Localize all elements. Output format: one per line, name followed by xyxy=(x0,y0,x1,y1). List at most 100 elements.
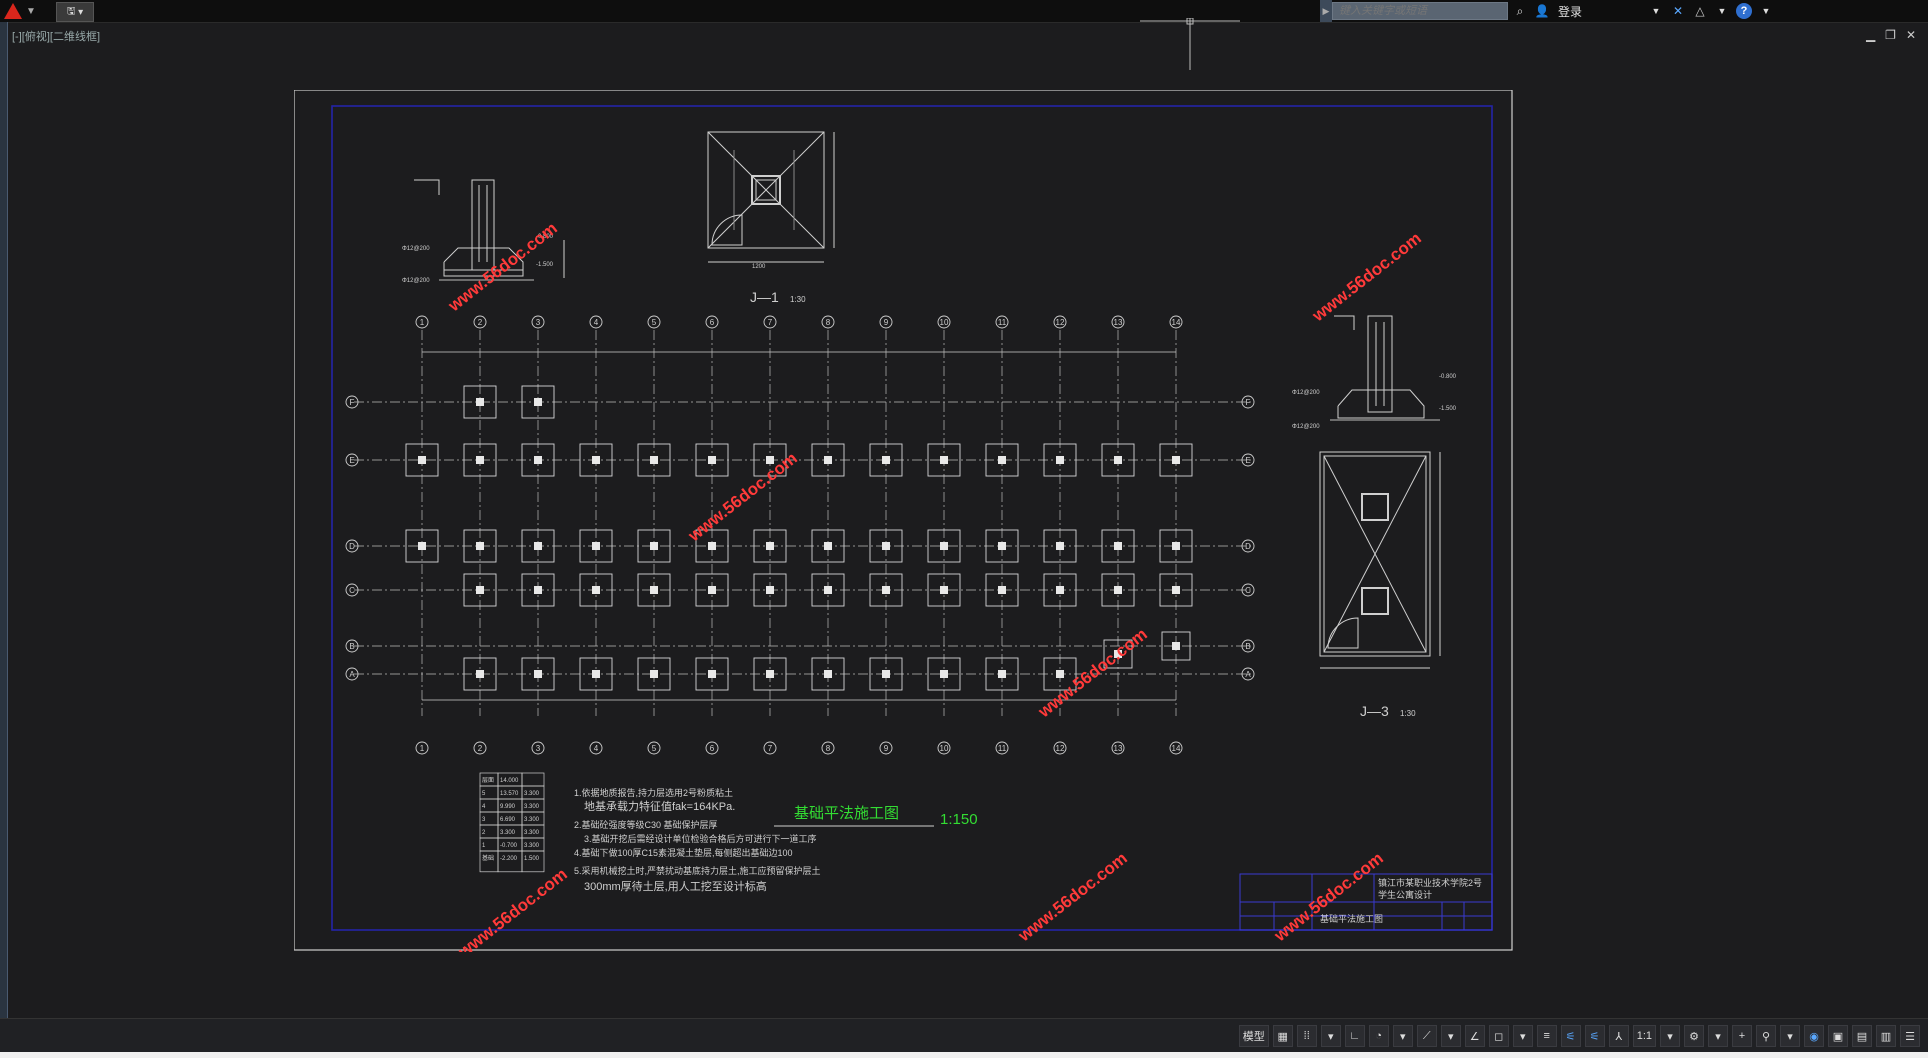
footing xyxy=(637,443,671,477)
elevation-table-cell: 3.300 xyxy=(524,843,540,849)
search-input[interactable] xyxy=(1332,2,1508,20)
help-button[interactable]: ? xyxy=(1736,2,1753,20)
axis-letter-label: F xyxy=(350,398,355,407)
column xyxy=(882,586,890,594)
chevron-down-icon[interactable]: ▾ xyxy=(1780,1025,1800,1047)
elevation-table-cell: 3.300 xyxy=(524,804,540,810)
axis-bubble xyxy=(1111,741,1125,755)
axis-number-label: 14 xyxy=(1172,744,1181,753)
column xyxy=(1172,642,1180,650)
user-icon: 👤 xyxy=(1534,4,1550,18)
footing xyxy=(521,385,555,419)
column xyxy=(998,456,1006,464)
chevron-down-icon[interactable]: ▼ xyxy=(1717,6,1727,16)
isolate-objects-icon[interactable]: ⚲ xyxy=(1756,1025,1776,1047)
customization-icon[interactable]: ☰ xyxy=(1900,1025,1920,1047)
column xyxy=(650,586,658,594)
properties-icon[interactable]: ▤ xyxy=(1852,1025,1872,1047)
axis-bubble xyxy=(345,667,359,681)
gear-icon[interactable]: ⚙ xyxy=(1684,1025,1704,1047)
axis-letter-label: B xyxy=(349,642,354,651)
chevron-down-icon[interactable]: ▼ xyxy=(1651,6,1661,16)
viewport-controls[interactable]: [-][俯视][二维线框] xyxy=(12,31,100,43)
annotation-visibility-icon[interactable]: ⚟ xyxy=(1560,1025,1581,1047)
autodesk-a360-icon[interactable]: △ xyxy=(1695,4,1705,18)
axis-bubble xyxy=(1053,741,1067,755)
footing xyxy=(1101,529,1135,563)
svg-text:1200: 1200 xyxy=(752,264,766,270)
osnap-tracking-icon[interactable]: ⟋ xyxy=(1416,1025,1437,1047)
footing xyxy=(811,443,845,477)
chevron-down-icon[interactable]: ▾ xyxy=(1708,1025,1728,1047)
chevron-down-icon: ▾ xyxy=(78,6,84,18)
column xyxy=(418,542,426,550)
ortho-icon[interactable]: ∟ xyxy=(1344,1025,1365,1047)
quick-properties-icon[interactable]: ▥ xyxy=(1876,1025,1896,1047)
detail-j1: 1200 xyxy=(707,131,835,270)
model-space-button[interactable]: 模型 xyxy=(1238,1025,1269,1047)
note-line: 2.基础砼强度等级C30 基础保护层厚 xyxy=(574,819,718,830)
footing xyxy=(869,573,903,607)
object-snap-icon[interactable]: ◻ xyxy=(1488,1025,1509,1047)
section-detail-right: Φ12@200 Φ12@200 -0.800 -1.500 xyxy=(1292,315,1457,430)
login-button[interactable]: 登录 xyxy=(1558,4,1583,19)
chevron-down-icon[interactable]: ▾ xyxy=(1512,1025,1533,1047)
plus-icon[interactable]: + xyxy=(1732,1025,1752,1047)
polar-icon[interactable]: ◔ xyxy=(1368,1025,1389,1047)
watermark-text: www.56doc.com xyxy=(1034,625,1151,722)
titleblock-school: 镇江市某职业技术学院2号 xyxy=(1378,877,1482,888)
expand-arrow-icon[interactable]: ▶ xyxy=(1320,0,1332,22)
footing xyxy=(811,529,845,563)
axis-bubble xyxy=(345,639,359,653)
quick-access-toolbar-button[interactable]: 🖫 ▾ xyxy=(56,2,94,22)
elevation-table-cell: -0.700 xyxy=(500,843,518,849)
elevation-table-cell: 基础 xyxy=(482,854,494,862)
app-menu-button[interactable]: ▼ xyxy=(4,0,44,22)
restore-icon[interactable]: ❐ xyxy=(1885,28,1896,42)
chevron-down-icon[interactable]: ▾ xyxy=(1392,1025,1413,1047)
exchange-icon[interactable]: ✕ xyxy=(1672,4,1684,18)
annotation-scale-icon[interactable]: ⅄ xyxy=(1608,1025,1629,1047)
axis-letter-label: D xyxy=(1245,542,1251,551)
minimize-icon[interactable]: ▁ xyxy=(1865,28,1876,42)
chevron-down-icon[interactable]: ▾ xyxy=(1320,1025,1341,1047)
footing xyxy=(1101,573,1135,607)
chevron-down-icon[interactable]: ▾ xyxy=(1440,1025,1461,1047)
binoculars-icon[interactable]: ⌕ xyxy=(1516,3,1524,18)
hardware-acceleration-icon[interactable]: ◉ xyxy=(1804,1025,1824,1047)
axis-number-label: 5 xyxy=(652,318,657,327)
axis-number-label: 13 xyxy=(1114,318,1123,327)
axis-bubble xyxy=(1241,583,1255,597)
footing xyxy=(695,529,729,563)
scale-dropdown[interactable]: 1:1 xyxy=(1632,1025,1656,1047)
footing xyxy=(1043,529,1077,563)
close-icon[interactable]: ✕ xyxy=(1905,28,1916,42)
axis-bubble xyxy=(473,315,487,329)
elevation-table-cell: 13.570 xyxy=(500,791,519,797)
lineweight-icon[interactable]: ≡ xyxy=(1536,1025,1557,1047)
footing xyxy=(1043,657,1077,691)
title-bar: ▼ 🖫 ▾ ▶ ⌕ 👤 登录 ▼ ✕ △ ▼ ? ▼ xyxy=(0,0,1928,23)
drawing-canvas[interactable]: Φ12@200 Φ12@200 -0.800 -1.500 1200 J—1 1… xyxy=(294,90,1514,952)
clean-screen-icon[interactable]: ▣ xyxy=(1828,1025,1848,1047)
chevron-down-icon[interactable]: ▾ xyxy=(1660,1025,1680,1047)
auto-scale-icon[interactable]: ⚟ xyxy=(1584,1025,1605,1047)
footing xyxy=(579,573,613,607)
chevron-down-icon[interactable]: ▼ xyxy=(1761,6,1771,16)
grid-icon[interactable]: ▦ xyxy=(1272,1025,1293,1047)
note-line: 300mm厚待土层,用人工挖至设计标高 xyxy=(584,879,767,893)
axis-letter-label: B xyxy=(1245,642,1250,651)
snap-icon[interactable]: ⁞⁞ xyxy=(1296,1025,1317,1047)
column xyxy=(1056,456,1064,464)
elevation-table-cell: 3.300 xyxy=(500,830,516,836)
footing xyxy=(405,529,439,563)
column xyxy=(650,542,658,550)
svg-text:-0.800: -0.800 xyxy=(536,234,554,240)
footing xyxy=(753,443,787,477)
title-block xyxy=(1239,873,1493,931)
status-toolbar: 模型 ▦ ⁞⁞ ▾ ∟ ◔ ▾ ⟋ ▾ ∠ ◻ ▾ ≡ ⚟ ⚟ ⅄ 1:1 ▾ … xyxy=(1238,1024,1920,1048)
footing xyxy=(985,529,1019,563)
detail-j3-scale: 1:30 xyxy=(1400,709,1416,718)
axis-bubble xyxy=(531,741,545,755)
angle-icon[interactable]: ∠ xyxy=(1464,1025,1485,1047)
